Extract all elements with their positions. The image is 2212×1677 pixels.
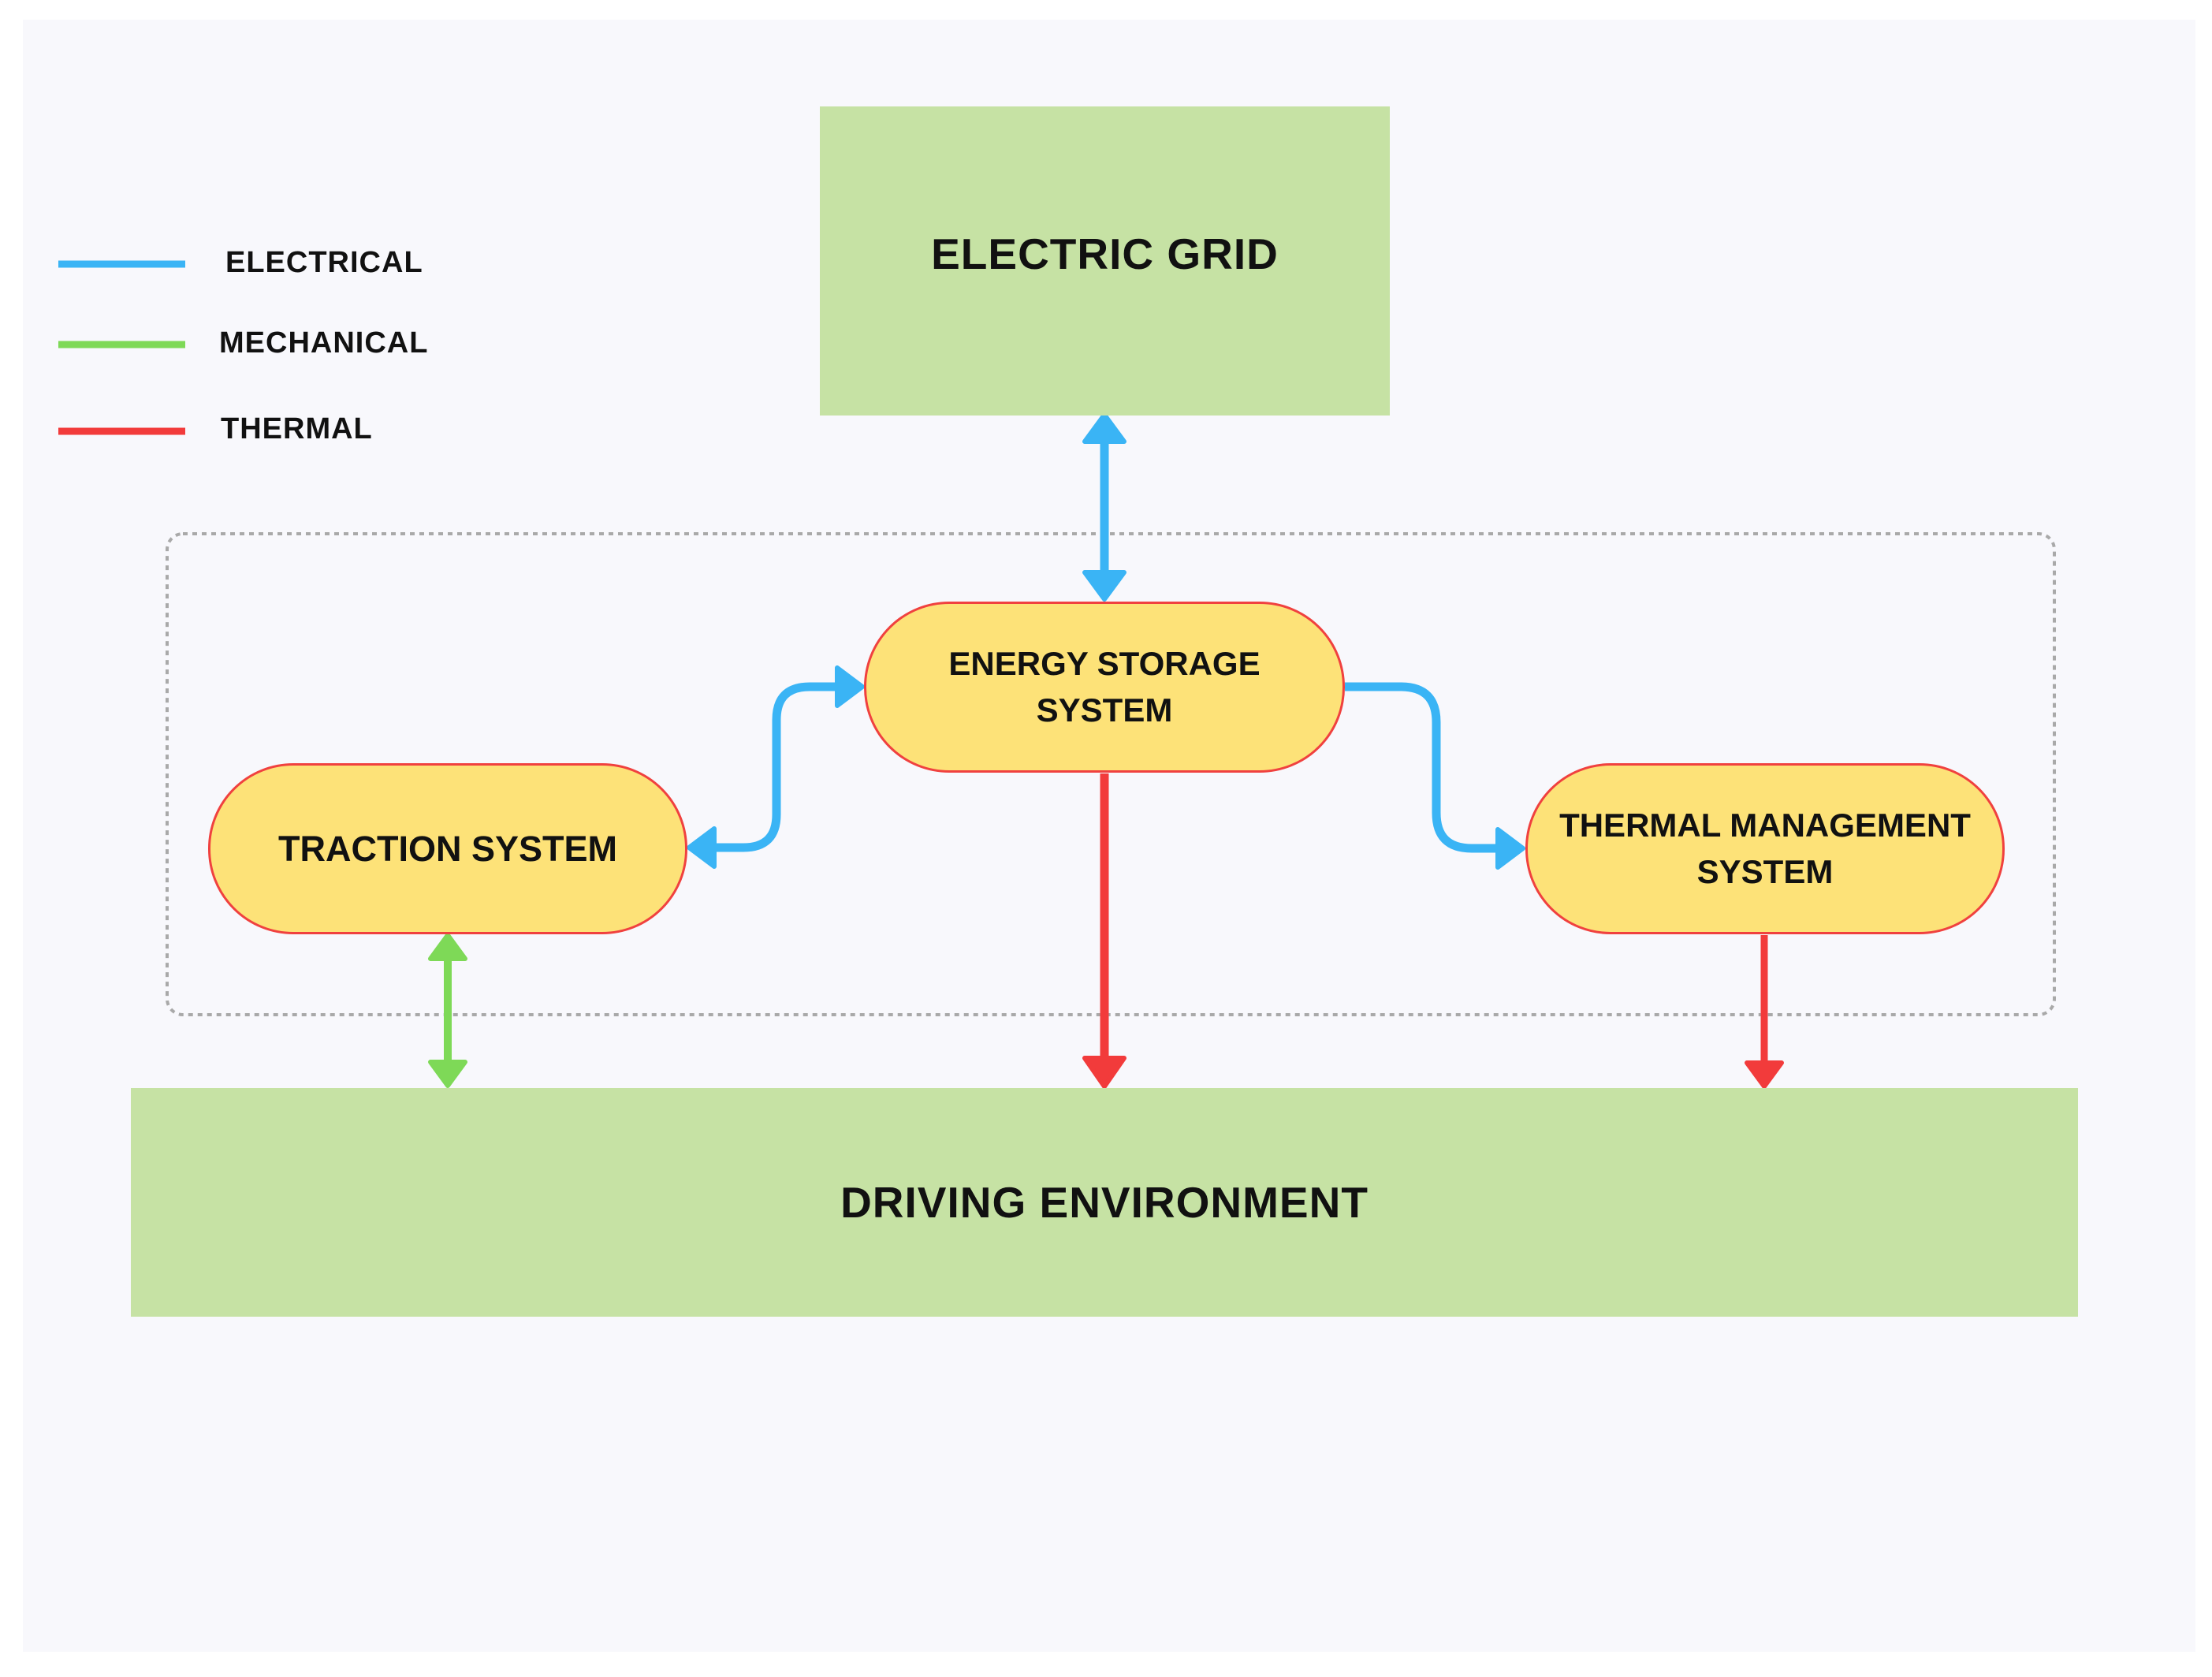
- traction-system-label: TRACTION SYSTEM: [277, 829, 617, 869]
- driving-environment-box: DRIVING ENVIRONMENT: [131, 1088, 2078, 1317]
- legend-label-mechanical: MECHANICAL: [219, 326, 429, 360]
- energy-storage-label-line2: SYSTEM: [1036, 691, 1173, 729]
- grid-storage-electrical-arrow: [1082, 412, 1126, 602]
- traction-environment-mechanical-arrow: [428, 933, 467, 1088]
- energy-storage-system-box: ENERGY STORAGE SYSTEM: [864, 602, 1345, 773]
- traction-system-box: TRACTION SYSTEM: [208, 763, 687, 934]
- electric-grid-label: ELECTRIC GRID: [931, 229, 1279, 278]
- thermal-management-label-line2: SYSTEM: [1696, 852, 1834, 890]
- legend-label-thermal: THERMAL: [221, 412, 373, 445]
- storage-thermal-electrical-arrow: [1345, 682, 1525, 870]
- energy-storage-label-line1: ENERGY STORAGE: [948, 644, 1261, 682]
- thermal-environment-thermal-arrow: [1745, 935, 1784, 1089]
- legend-label-electrical: ELECTRICAL: [225, 246, 423, 279]
- storage-traction-electrical-arrow: [687, 665, 865, 869]
- storage-environment-thermal-arrow: [1082, 773, 1126, 1089]
- thermal-management-system-box: THERMAL MANAGEMENT SYSTEM: [1525, 763, 2005, 934]
- thermal-management-label-line1: THERMAL MANAGEMENT: [1559, 806, 1971, 844]
- system-boundary: [166, 532, 2056, 1016]
- driving-environment-label: DRIVING ENVIRONMENT: [840, 1178, 1369, 1227]
- electric-grid-box: ELECTRIC GRID: [820, 106, 1390, 416]
